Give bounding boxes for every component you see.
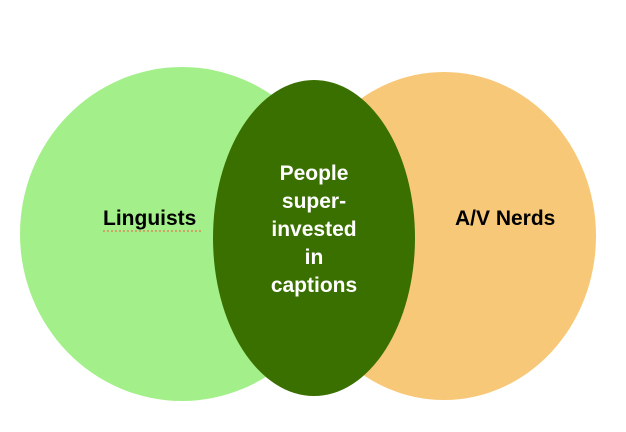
intersection-line: captions xyxy=(271,274,357,297)
intersection-label: People super-invested in captions xyxy=(271,162,357,297)
intersection-line: in xyxy=(305,246,324,269)
intersection-region xyxy=(213,80,415,396)
intersection-line: super- xyxy=(282,190,346,213)
label-linguists: Linguists xyxy=(103,207,196,230)
label-av-nerds: A/V Nerds xyxy=(455,207,555,230)
intersection-line: invested xyxy=(271,218,356,241)
intersection-line: People xyxy=(280,162,349,185)
